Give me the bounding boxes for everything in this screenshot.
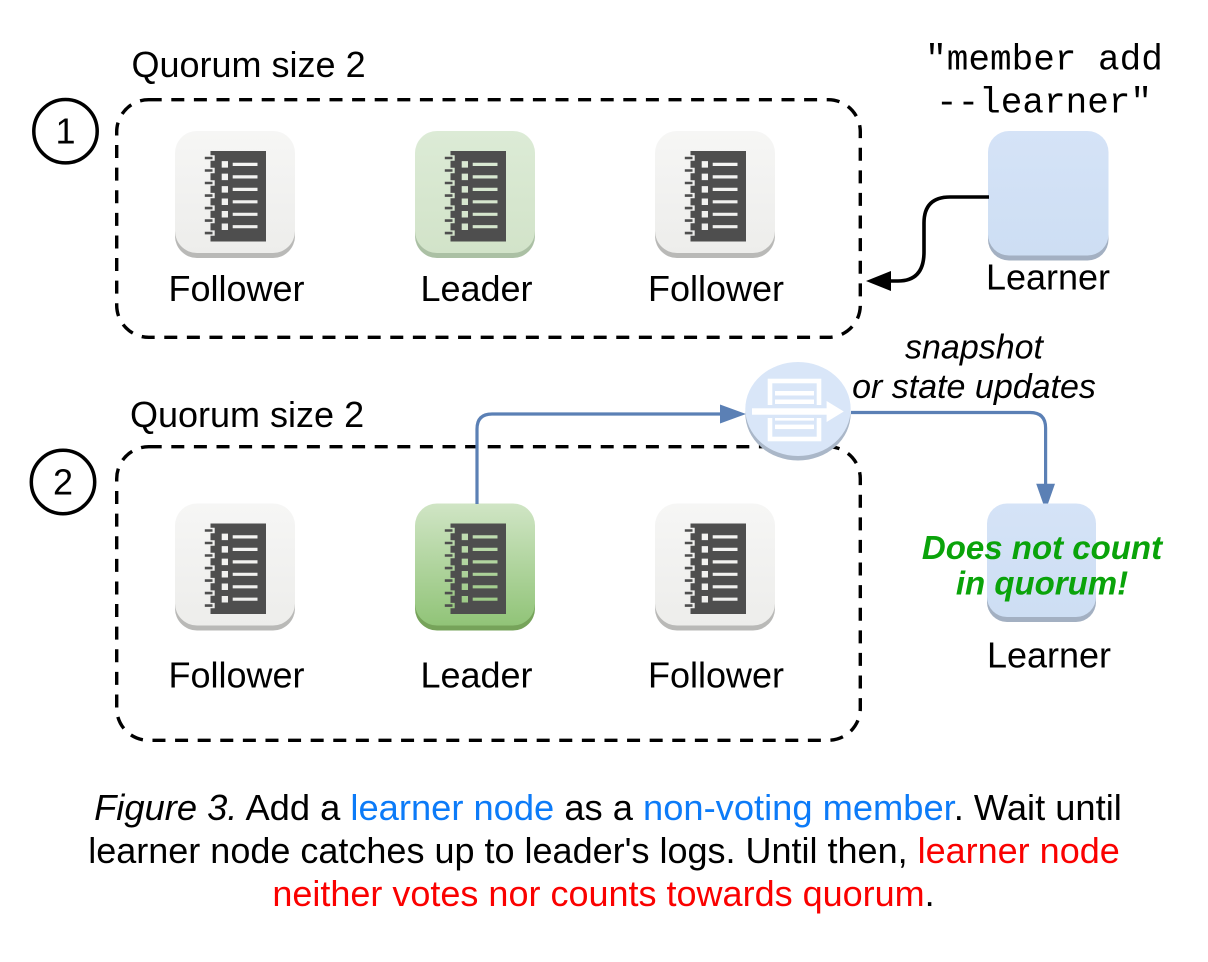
- svg-text:"member add: "member add: [925, 40, 1163, 81]
- svg-text:Quorum size 2: Quorum size 2: [132, 44, 366, 85]
- svg-text:Quorum size 2: Quorum size 2: [130, 394, 364, 435]
- svg-text:Follower: Follower: [648, 655, 784, 696]
- svg-text:Follower: Follower: [648, 268, 784, 309]
- svg-text:Leader: Leader: [420, 268, 532, 309]
- svg-text:Learner: Learner: [986, 257, 1110, 298]
- svg-text:Follower: Follower: [168, 268, 304, 309]
- svg-text:neither votes nor counts towar: neither votes nor counts towards quorum.: [272, 873, 934, 914]
- svg-text:Leader: Leader: [420, 655, 532, 696]
- svg-text:Follower: Follower: [168, 655, 304, 696]
- svg-text:in quorum!: in quorum!: [956, 565, 1128, 602]
- svg-text:Learner: Learner: [987, 635, 1111, 676]
- svg-text:Figure 3. Add a learner node a: Figure 3. Add a learner node as a non-vo…: [94, 787, 1122, 828]
- svg-text:learner node catches up to lea: learner node catches up to leader's logs…: [88, 830, 1120, 871]
- svg-text:2: 2: [53, 461, 73, 502]
- svg-text:snapshot: snapshot: [905, 329, 1045, 367]
- svg-text:--learner": --learner": [936, 83, 1152, 124]
- svg-text:Does not count: Does not count: [922, 529, 1164, 566]
- svg-text:1: 1: [55, 111, 75, 152]
- svg-text:or state updates: or state updates: [852, 368, 1096, 406]
